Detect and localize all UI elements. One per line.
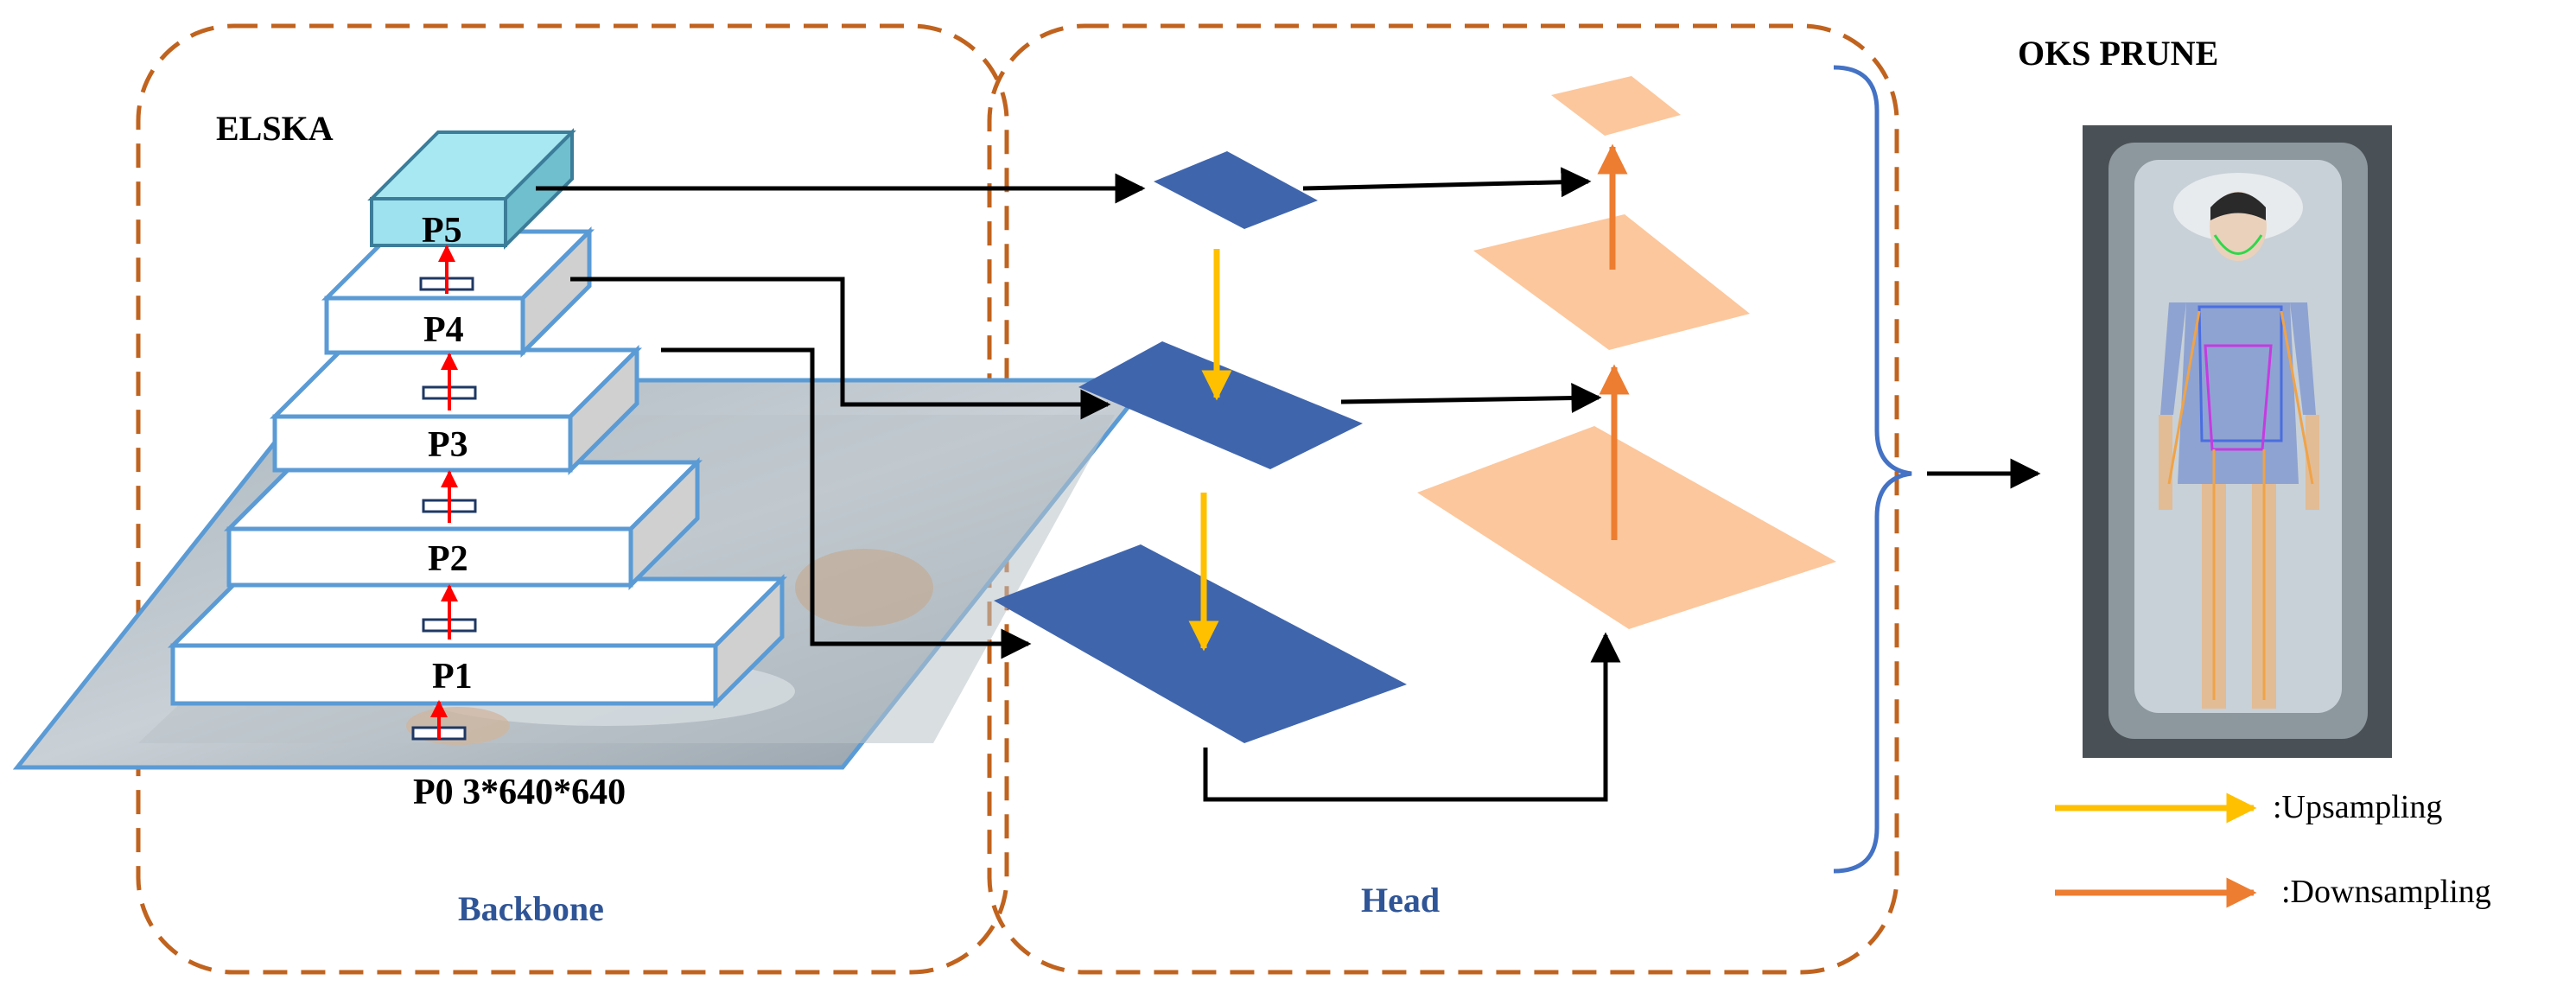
legend-downsampling: :Downsampling <box>2055 874 2491 910</box>
output-bracket <box>1833 65 1912 874</box>
label-p4: P4 <box>423 310 464 350</box>
head-arrow-large-to-peach <box>1203 632 1621 802</box>
legend-upsampling-label: :Upsampling <box>2273 789 2442 825</box>
label-elska: ELSKA <box>216 109 334 148</box>
label-backbone: Backbone <box>458 889 604 928</box>
connector-p3-to-head <box>661 347 1032 659</box>
label-p5: P5 <box>422 211 462 251</box>
head-arrow-small-to-peach <box>1302 167 1592 198</box>
label-head: Head <box>1361 881 1440 919</box>
elska-module-p1-p2 <box>422 584 477 639</box>
label-p3: P3 <box>428 425 468 465</box>
head-arrow-medium-to-peach <box>1340 383 1602 414</box>
connector-p4-to-head <box>570 277 1111 420</box>
head-feature-map-small <box>1154 151 1318 229</box>
pyramid-block-p3 <box>269 344 643 476</box>
pyramid-block-p1 <box>167 573 788 709</box>
legend-upsampling: :Upsampling <box>2055 789 2442 825</box>
elska-module-p4-p5 <box>419 245 474 294</box>
head-output-map-small <box>1551 76 1681 136</box>
pyramid-block-p2 <box>223 456 703 591</box>
legend-downsampling-label: :Downsampling <box>2281 874 2491 910</box>
label-oks-prune: OKS PRUNE <box>2018 34 2218 73</box>
elska-module-p2-p3 <box>422 470 477 523</box>
pyramid-block-p4 <box>321 226 595 359</box>
label-p0: P0 3*640*640 <box>413 773 626 812</box>
head-output-map-medium <box>1473 214 1750 350</box>
pose-result-image <box>2083 125 2392 758</box>
head-feature-map-large <box>994 544 1407 743</box>
label-p2: P2 <box>428 539 468 579</box>
label-p1: P1 <box>432 657 473 697</box>
elska-module-p0-p1 <box>411 700 467 741</box>
head-feature-map-medium <box>1078 341 1363 469</box>
elska-module-p3-p4 <box>422 353 477 410</box>
backbone-region <box>136 23 1009 975</box>
head-output-map-large <box>1417 426 1836 629</box>
